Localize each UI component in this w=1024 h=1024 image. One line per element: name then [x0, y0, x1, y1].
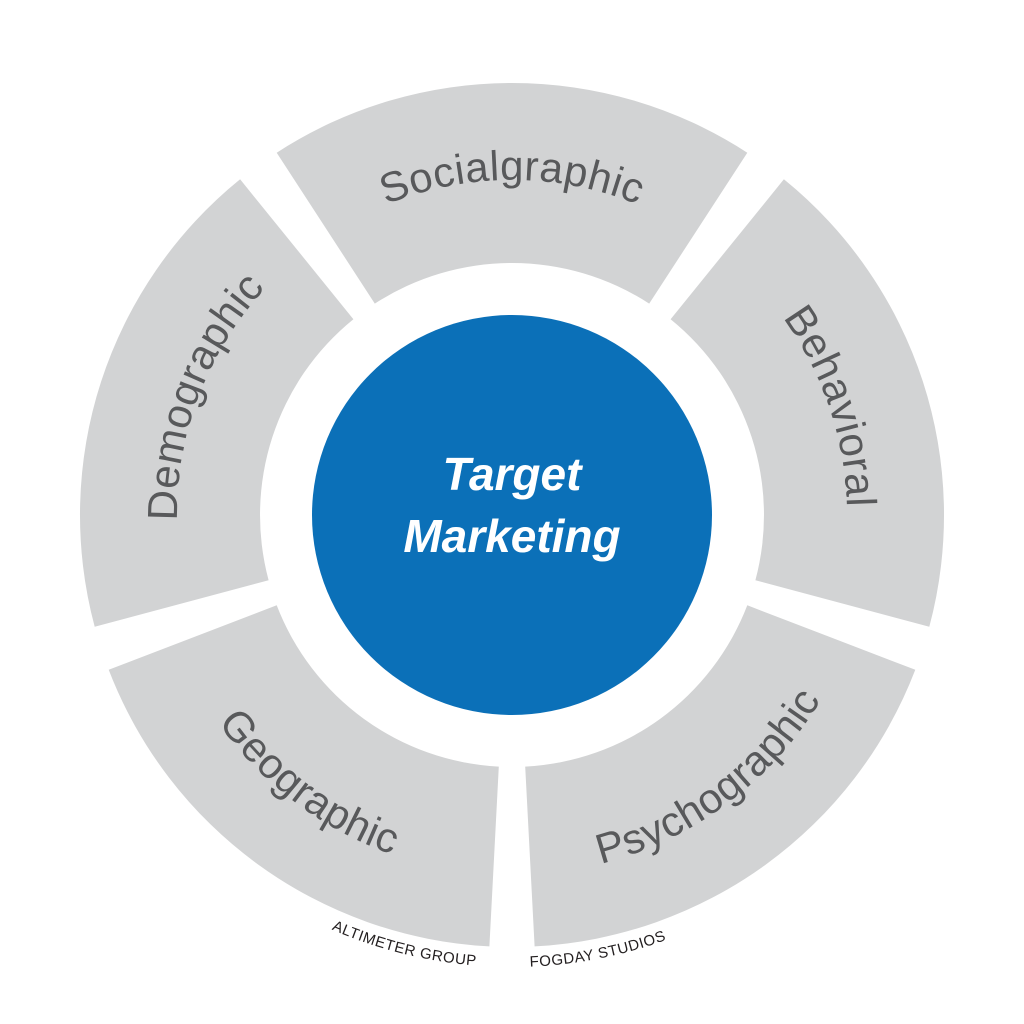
segment-demographic: [79, 179, 354, 627]
segment-psychographic: [525, 605, 916, 947]
center-title-line1: Target: [443, 448, 584, 500]
center-circle: [312, 315, 712, 715]
segment-socialgraphic: [276, 82, 748, 304]
segment-geographic: [108, 605, 499, 947]
segment-behavioral: [670, 179, 945, 627]
center-title-line2: Marketing: [403, 510, 620, 562]
